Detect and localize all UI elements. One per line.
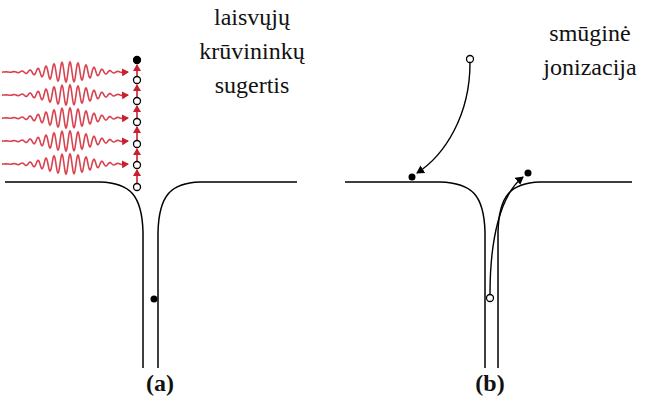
band-edge: [158, 182, 297, 368]
absorption-arrow: [136, 127, 138, 140]
absorption-arrow: [136, 65, 138, 76]
panel-label: (b): [475, 366, 504, 400]
carrier-dot: [134, 77, 141, 84]
laser-pulses: [2, 62, 128, 174]
ionization-arrow: [490, 177, 523, 294]
absorption-arrow: [136, 170, 138, 183]
electron-dot: [409, 174, 416, 181]
hole-dot: [467, 56, 474, 63]
laser-pulse: [2, 108, 128, 128]
band-edge: [345, 182, 485, 368]
carrier-dot: [134, 119, 141, 126]
absorption-arrow: [136, 106, 138, 118]
relaxation-arrow: [417, 63, 470, 173]
panel-label: (a): [146, 366, 174, 400]
carrier-dot: [134, 162, 141, 169]
absorption-arrow: [136, 85, 138, 97]
band-edge: [498, 182, 632, 368]
absorption-steps: [134, 57, 141, 191]
absorption-arrow: [136, 149, 138, 161]
carrier-dot: [134, 184, 141, 191]
electron-dot: [151, 296, 158, 303]
laser-pulse: [2, 85, 128, 105]
process-label: smūginė jonizacija: [543, 16, 636, 84]
hole-dot: [487, 295, 494, 302]
process-label: laisvųjų krūvininkų sugertis: [199, 0, 304, 102]
laser-pulse: [2, 131, 128, 151]
laser-pulse: [2, 154, 128, 174]
carrier-dot: [134, 141, 141, 148]
band-edge: [5, 182, 143, 368]
laser-pulse: [2, 62, 128, 82]
carrier-dot: [134, 98, 141, 105]
electron-dot: [134, 57, 141, 64]
electron-dot: [525, 170, 532, 177]
